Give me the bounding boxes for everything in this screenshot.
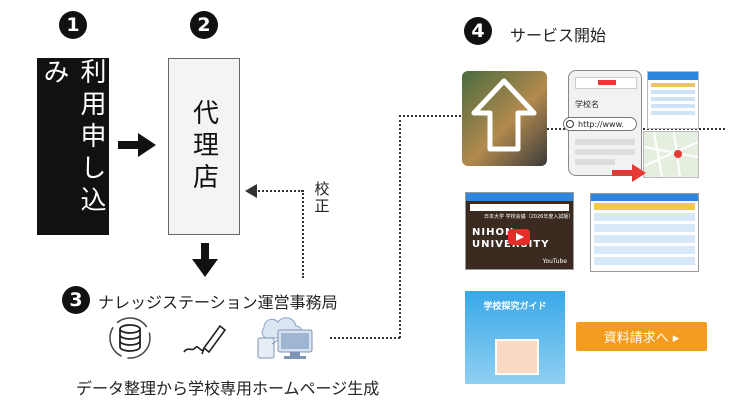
- content-line: [575, 159, 615, 165]
- application-label: 利用申し込み: [39, 58, 106, 218]
- flow-line-top: [399, 115, 469, 117]
- correction-label-box: 校正: [312, 178, 332, 218]
- table-card-row: [594, 246, 695, 254]
- correction-line-vertical: [302, 190, 304, 278]
- table-card-column-row: [594, 203, 695, 210]
- phone-header: [575, 77, 637, 89]
- service-start-label: サービス開始: [510, 26, 607, 45]
- red-arrow-icon: [612, 164, 646, 182]
- table-card-row: [594, 213, 695, 221]
- table-row: [651, 83, 695, 87]
- step-4-number: 4: [464, 17, 492, 45]
- right-arrow-icon: [118, 133, 156, 157]
- table-row: [651, 97, 695, 101]
- school-name-label: 学校名: [575, 100, 599, 109]
- video-title: 日本大学 学校会議（2026年度入試版）: [484, 214, 574, 220]
- search-icon: [566, 120, 574, 128]
- table-card-row: [594, 257, 695, 265]
- table-header: [648, 72, 698, 80]
- agency-box: 代理店: [168, 58, 240, 235]
- brochure-image: 学校探究ガイド: [465, 291, 565, 384]
- content-line: [575, 149, 635, 155]
- agency-label: 代理店: [188, 98, 219, 195]
- flow-line-vertical: [399, 115, 401, 338]
- url-text: http://www.: [578, 120, 624, 129]
- up-arrow-icon: [471, 78, 537, 152]
- left-arrowhead-icon: [245, 184, 257, 198]
- correction-label: 校正: [312, 181, 331, 215]
- play-icon: [508, 229, 530, 245]
- table-card-row: [594, 224, 695, 232]
- request-materials-label: 資料請求へ ▸: [603, 331, 680, 346]
- request-materials-button[interactable]: 資料請求へ ▸: [576, 322, 707, 351]
- pen-icon: [183, 324, 227, 355]
- down-arrow-icon: [192, 243, 218, 277]
- school-logo: [598, 80, 616, 85]
- upload-image: [462, 71, 547, 166]
- step-2-number: 2: [190, 11, 218, 39]
- table-row: [651, 111, 695, 115]
- phone-mock: 学校名 http://www.: [563, 70, 642, 176]
- correction-line-horizontal: [255, 190, 303, 192]
- database-icon: [109, 317, 151, 359]
- video-thumbnail: 日本大学 学校会議（2026年度入試版） NIHON UNIVERSITY Yo…: [465, 192, 574, 270]
- table-card-row: [594, 235, 695, 243]
- table-thumbnail: [647, 71, 699, 129]
- map-thumbnail: [643, 131, 699, 178]
- office-label: ナレッジステーション運営事務局: [98, 293, 338, 312]
- bottom-caption: データ整理から学校専用ホームページ生成: [76, 379, 380, 398]
- youtube-label: YouTube: [542, 258, 567, 265]
- table-row: [651, 104, 695, 108]
- brochure-title: 学校探究ガイド: [483, 302, 547, 312]
- flow-line-bottom: [330, 337, 400, 339]
- video-header-bar: [466, 193, 573, 201]
- application-box: 利用申し込み: [37, 58, 109, 235]
- content-line: [575, 139, 635, 145]
- brochure-photo: [495, 339, 539, 375]
- map-icon: [643, 131, 699, 178]
- url-bar: http://www.: [563, 117, 637, 131]
- step-1-number: 1: [59, 11, 87, 39]
- table-card-header: [591, 194, 698, 201]
- table-card: [590, 193, 699, 272]
- step-3-number: 3: [62, 286, 90, 314]
- computer-network-icon: [257, 317, 313, 359]
- table-row: [651, 90, 695, 94]
- video-banner: [470, 204, 569, 211]
